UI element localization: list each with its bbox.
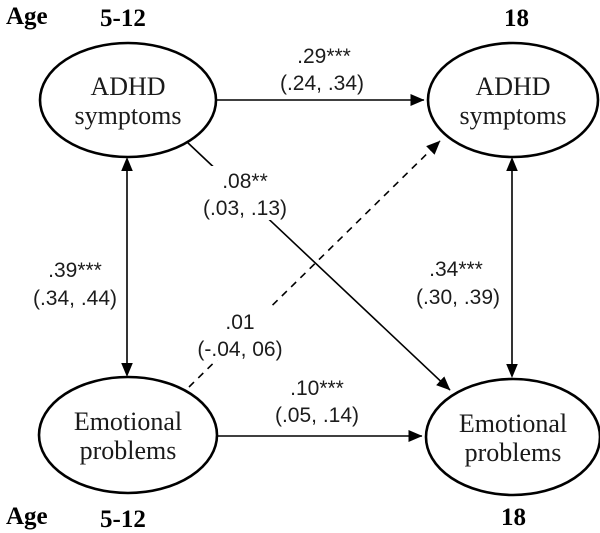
age-value-top-t2: 18	[504, 5, 529, 32]
age-label-top: Age	[6, 3, 48, 30]
ci-correlation-t1: (.34, .44)	[33, 287, 117, 310]
node-emotional-t2	[424, 377, 600, 497]
ci-emotional-stability: (.05, .14)	[275, 404, 359, 427]
node-adhd-t1	[38, 41, 218, 159]
correlation-t2-arrowhead-down	[506, 364, 518, 378]
label-mask-emotional-to-adhd	[194, 308, 288, 360]
label-mask-adhd-to-emotional	[198, 166, 292, 220]
coef-emotional-to-adhd: .01	[225, 311, 254, 334]
coef-adhd-to-emotional: .08**	[222, 170, 268, 193]
node-emotional-t2-line2: problems	[465, 438, 562, 467]
correlation-t2-arrowhead-up	[506, 157, 518, 171]
ci-correlation-t2: (.30, .39)	[416, 286, 500, 309]
age-label-bottom: Age	[6, 503, 48, 530]
coef-correlation-t2: .34***	[429, 258, 483, 281]
arrow-correlation-t1	[121, 157, 133, 377]
node-emotional-t2-line1: Emotional	[459, 409, 567, 438]
ci-emotional-to-adhd: (-.04, 06)	[197, 338, 282, 361]
age-value-top-t1: 5-12	[100, 5, 146, 32]
ci-adhd-stability: (.24, .34)	[280, 72, 364, 95]
node-adhd-t1-line2: symptoms	[75, 101, 182, 130]
arrow-correlation-t2	[506, 157, 518, 378]
coef-emotional-stability: .10***	[290, 377, 344, 400]
node-adhd-t1-line1: ADHD	[90, 72, 165, 101]
node-adhd-t2	[426, 41, 600, 159]
node-adhd-t2-line2: symptoms	[460, 101, 567, 130]
node-emotional-t1	[37, 375, 219, 495]
correlation-t1-arrowhead-up	[121, 157, 133, 171]
age-value-bottom-t2: 18	[501, 504, 526, 531]
ci-adhd-to-emotional: (.03, .13)	[203, 197, 287, 220]
age-value-bottom-t1: 5-12	[100, 506, 146, 533]
coef-adhd-stability: .29***	[297, 45, 351, 68]
node-emotional-t1-line2: problems	[80, 436, 177, 465]
node-adhd-t2-line1: ADHD	[475, 72, 550, 101]
node-emotional-t1-line1: Emotional	[74, 407, 182, 436]
coef-correlation-t1: .39***	[48, 259, 102, 282]
correlation-t1-arrowhead-down	[121, 363, 133, 377]
